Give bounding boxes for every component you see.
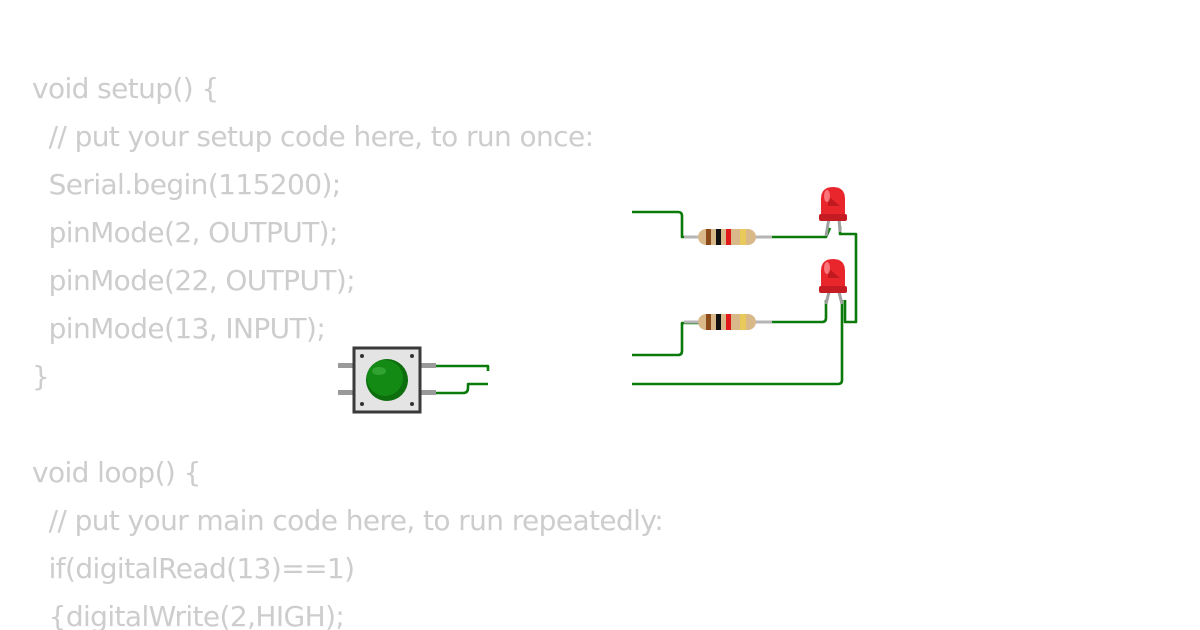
resistor-band-black	[716, 229, 721, 245]
led-reflector	[828, 196, 840, 206]
button-leg	[418, 390, 436, 395]
wire-top-left[interactable]	[632, 210, 700, 239]
resistor-band-red	[726, 229, 731, 245]
led-leg	[837, 291, 844, 305]
code-line-4: pinMode(2, OUTPUT);	[32, 216, 339, 249]
code-line-6: pinMode(13, INPUT);	[32, 312, 326, 345]
pushbutton[interactable]	[338, 346, 436, 414]
wire-bottom-left[interactable]	[632, 321, 700, 357]
wires	[420, 210, 858, 395]
button-corner-dot	[410, 402, 414, 406]
led-highlight	[824, 190, 830, 202]
led-2[interactable]	[819, 259, 847, 305]
resistor-band-brown	[706, 229, 711, 245]
code-line-9: void loop() {	[32, 456, 201, 489]
resistor-band-red	[726, 314, 731, 330]
button-leg	[418, 363, 436, 368]
resistor-band-brown	[706, 314, 711, 330]
code-line-2: // put your setup code here, to run once…	[32, 120, 594, 153]
wire-led-common[interactable]	[838, 226, 858, 324]
led-highlight	[824, 262, 830, 274]
code-line-12: {digitalWrite(2,HIGH);	[32, 600, 345, 630]
code-editor[interactable]: void setup() { // put your setup code he…	[32, 65, 664, 630]
button-leg	[338, 390, 356, 395]
button-cap-highlight	[372, 367, 386, 375]
code-line-1: void setup() {	[32, 72, 219, 105]
wire-resistor2-led2[interactable]	[768, 300, 828, 324]
wire-resistor1-led1[interactable]	[768, 227, 832, 239]
resistor-2[interactable]	[684, 314, 772, 330]
button-corner-dot	[360, 354, 364, 358]
wire-ground[interactable]	[632, 300, 844, 386]
led-1[interactable]	[819, 187, 847, 237]
resistor-1[interactable]	[684, 229, 772, 245]
resistor-band-gold	[740, 229, 746, 245]
wire-button-bottom[interactable]	[420, 382, 488, 395]
button-corner-dot	[410, 354, 414, 358]
resistor-band-gold	[740, 314, 746, 330]
button-leg	[338, 363, 356, 368]
code-line-11: if(digitalRead(13)==1)	[32, 552, 355, 585]
code-line-3: Serial.begin(115200);	[32, 168, 342, 201]
code-line-10: // put your main code here, to run repea…	[32, 504, 664, 537]
code-line-7: }	[32, 360, 50, 393]
button-cap[interactable]	[367, 360, 403, 396]
led-base	[819, 286, 847, 293]
resistor-band-black	[716, 314, 721, 330]
button-corner-dot	[360, 402, 364, 406]
led-reflector	[828, 268, 840, 278]
led-leg	[824, 291, 831, 305]
code-line-5: pinMode(22, OUTPUT);	[32, 264, 356, 297]
wire-button-top[interactable]	[420, 364, 490, 371]
led-base	[819, 214, 847, 221]
